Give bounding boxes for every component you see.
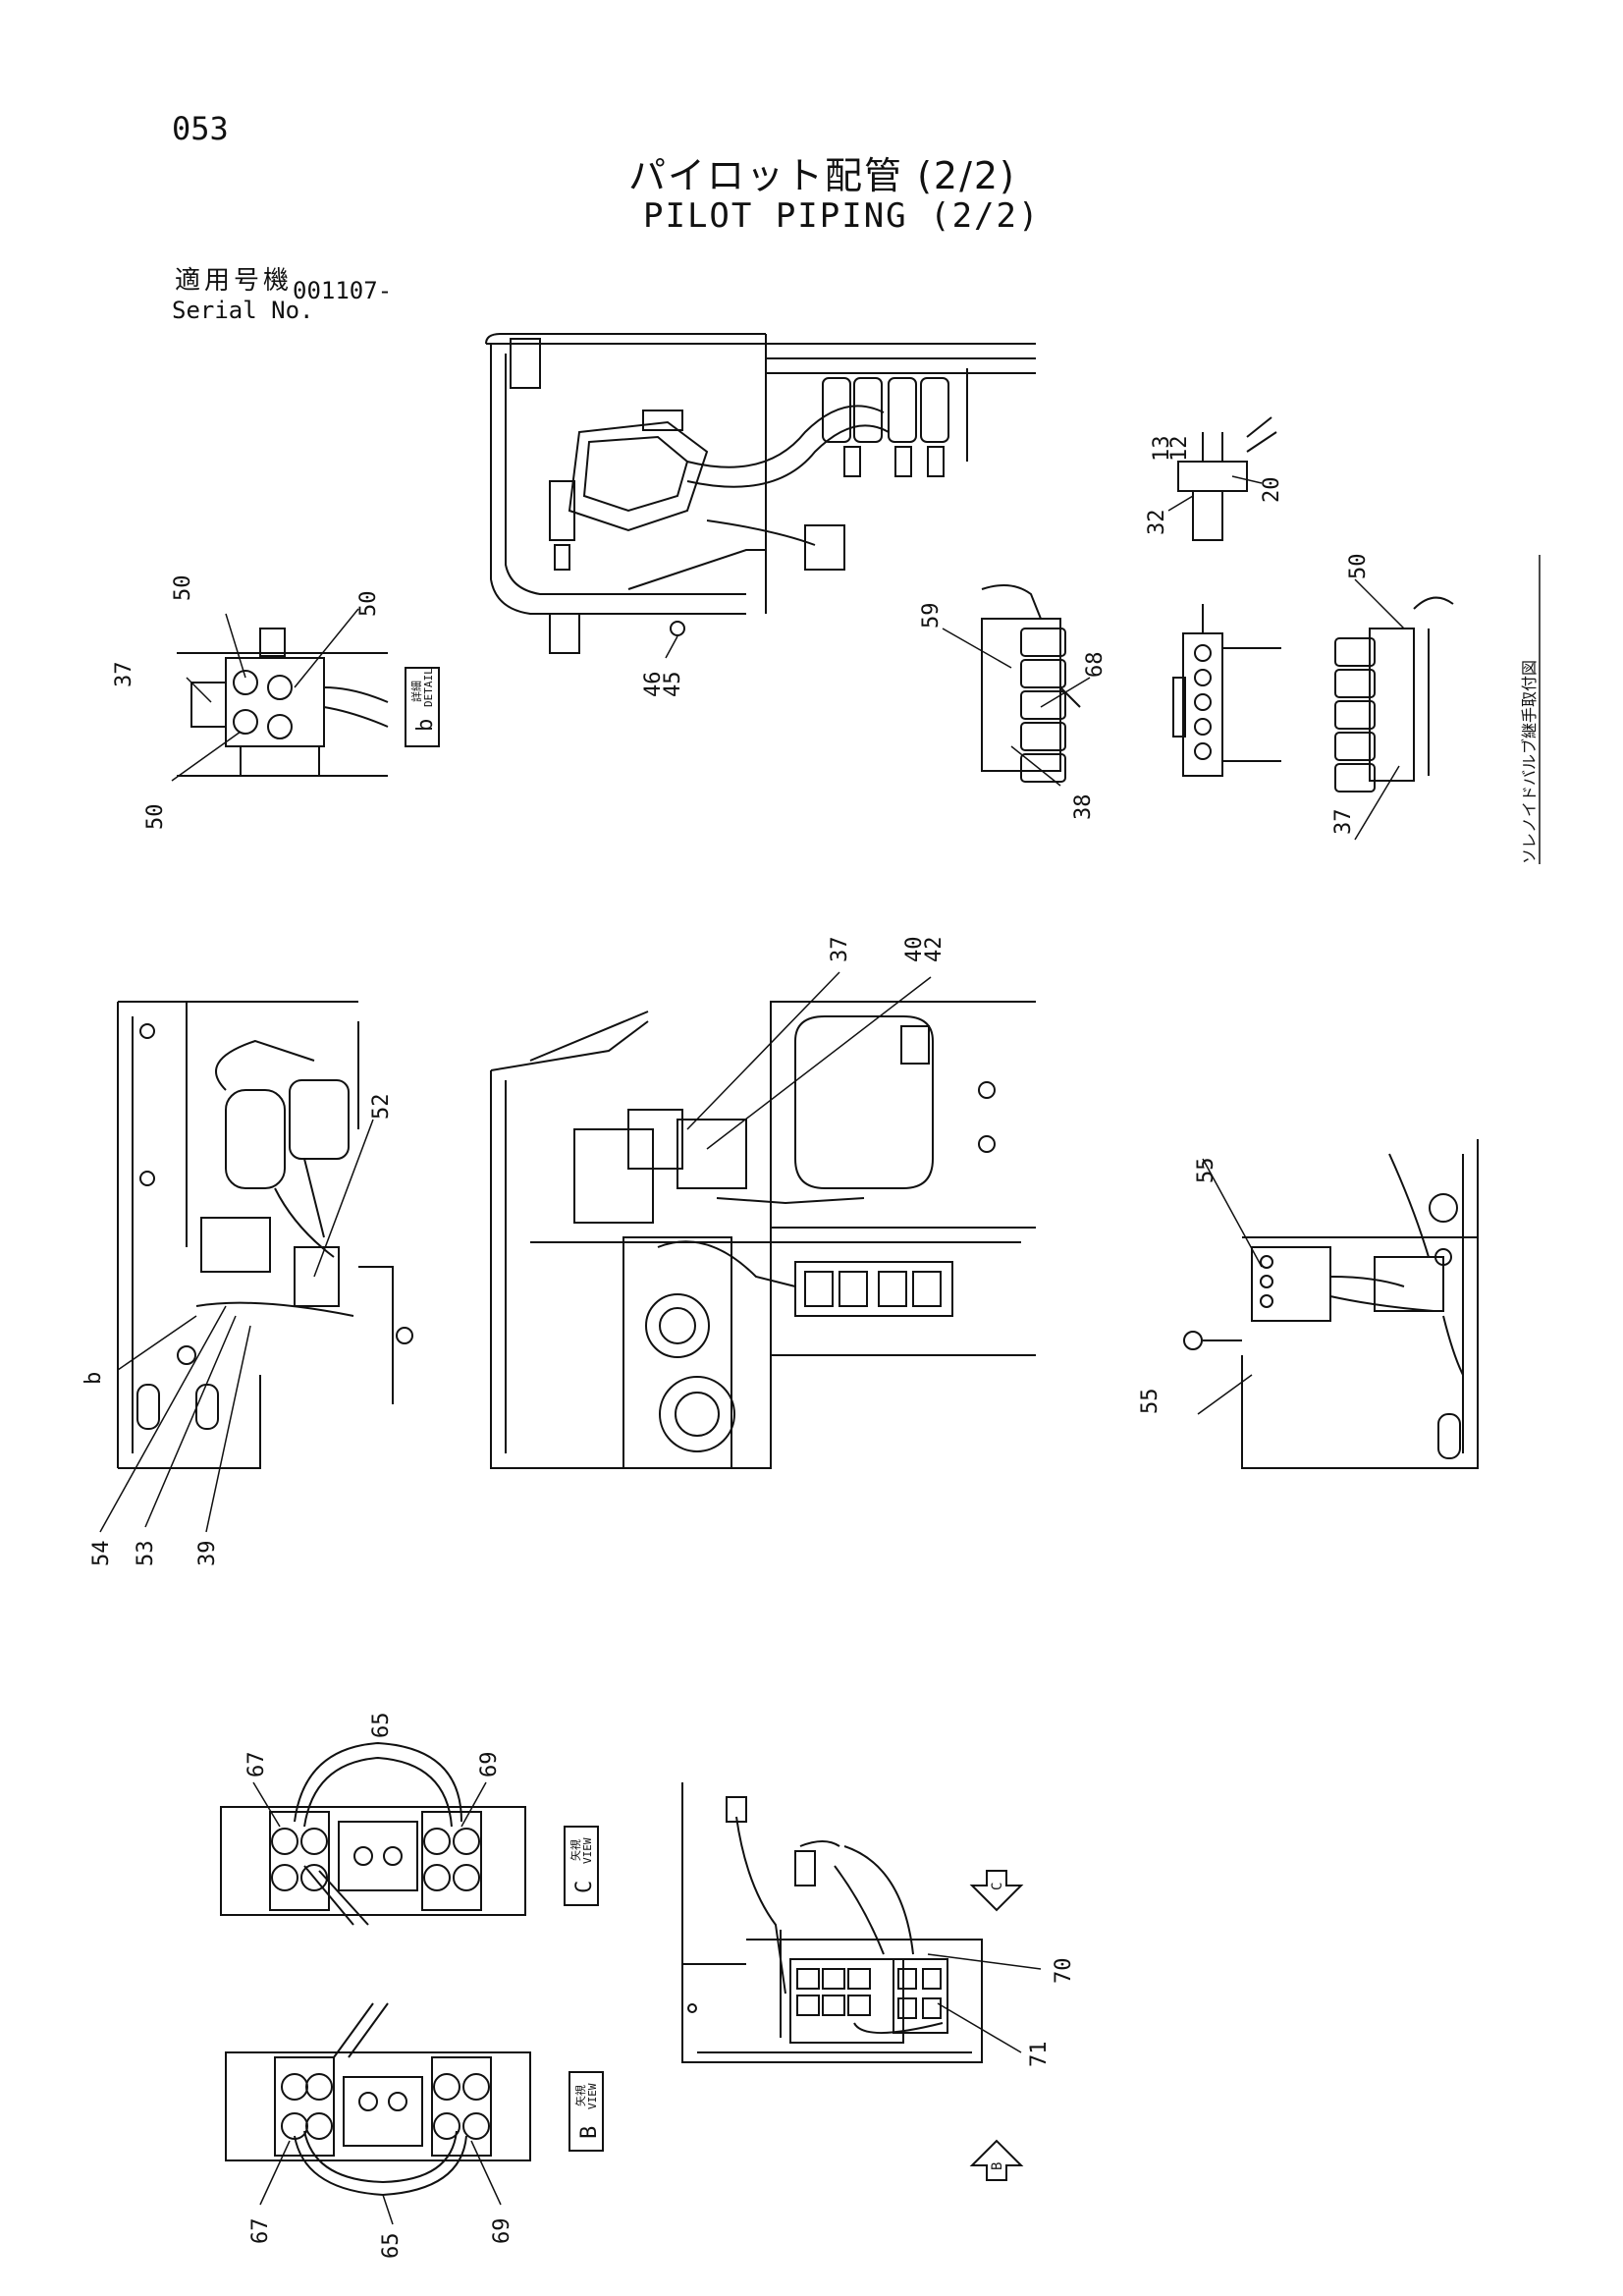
callout-32: 32: [1145, 510, 1169, 536]
callout-65-top: 65: [369, 1713, 394, 1739]
callout-39: 39: [195, 1541, 220, 1567]
callout-50-top-left: 50: [171, 575, 195, 602]
serial-label-japanese: 適用号機: [175, 266, 294, 296]
callout-46: 46: [641, 672, 666, 698]
serial-number-value: 001107-: [293, 277, 393, 304]
callout-71: 71: [1027, 2042, 1052, 2068]
detail-b-letter: b: [413, 719, 438, 732]
callout-12: 12: [1167, 436, 1192, 463]
callout-55-bottom: 55: [1138, 1389, 1163, 1415]
view-c-arrow: [969, 1870, 1024, 1912]
view-b-letter: B: [577, 2126, 602, 2139]
callout-13: 13: [1150, 436, 1174, 463]
callout-50-top-right: 50: [356, 591, 381, 618]
arrow-c-letter: C: [990, 1883, 1005, 1890]
view-b-label-en: VIEW: [586, 2083, 599, 2109]
solenoid-valve-views: [942, 578, 1454, 841]
callout-b: b: [81, 1372, 106, 1385]
callout-70: 70: [1052, 1958, 1076, 1985]
callout-52: 52: [369, 1094, 394, 1121]
callout-37-right: 37: [1331, 809, 1356, 836]
callout-69-top: 69: [477, 1752, 502, 1778]
arrow-b-letter: B: [990, 2162, 1005, 2170]
title-english: PILOT PIPING (2/2): [643, 196, 1041, 236]
callout-45: 45: [661, 672, 685, 698]
top-assembly-view: [485, 333, 1036, 654]
view-c-letter: C: [572, 1881, 597, 1893]
detail-b-label-en: DETAIL: [422, 668, 435, 707]
callout-65-bottom: 65: [379, 2233, 404, 2260]
detail-b-view: [171, 608, 440, 782]
callout-42: 42: [922, 937, 947, 963]
detail-b-label-jp: 詳細: [409, 681, 423, 702]
view-c-label-en: VIEW: [581, 1837, 594, 1864]
callout-53: 53: [134, 1541, 158, 1567]
callout-55-top: 55: [1194, 1158, 1218, 1184]
callout-54: 54: [89, 1541, 114, 1567]
left-frame-view: [99, 1001, 413, 1533]
callout-67-bottom: 67: [248, 2218, 273, 2245]
fitting-detail-top-right: [1167, 416, 1277, 541]
view-b-arrow: [969, 2139, 1024, 2181]
callout-68: 68: [1083, 652, 1108, 679]
callout-37-mid: 37: [828, 937, 852, 963]
callout-50-bottom: 50: [143, 804, 168, 831]
valve-block-view-b: [225, 2002, 604, 2225]
title-japanese: パイロット配管 (2/2): [628, 154, 1016, 197]
page-number: 053: [172, 110, 229, 147]
callout-59: 59: [919, 603, 944, 629]
callout-37-left: 37: [112, 662, 136, 688]
solenoid-valve-fitting-label: ソレノイドバルブ継手取付図: [1520, 660, 1539, 864]
callout-20: 20: [1260, 477, 1284, 504]
view-c-label-jp: 矢視: [568, 1839, 582, 1861]
valve-block-view-c: [220, 1741, 599, 1926]
center-frame-view: [490, 971, 1036, 1469]
callout-67-top: 67: [244, 1752, 269, 1778]
callout-69-bottom: 69: [490, 2218, 514, 2245]
right-frame-view: [1183, 1139, 1479, 1469]
callout-38: 38: [1071, 794, 1096, 821]
bottom-assembly-view: [681, 1782, 1042, 2063]
view-b-label-jp: 矢視: [573, 2085, 587, 2106]
callout-40: 40: [902, 937, 927, 963]
callout-50-right: 50: [1346, 554, 1371, 580]
serial-label-english: Serial No.: [172, 297, 314, 324]
